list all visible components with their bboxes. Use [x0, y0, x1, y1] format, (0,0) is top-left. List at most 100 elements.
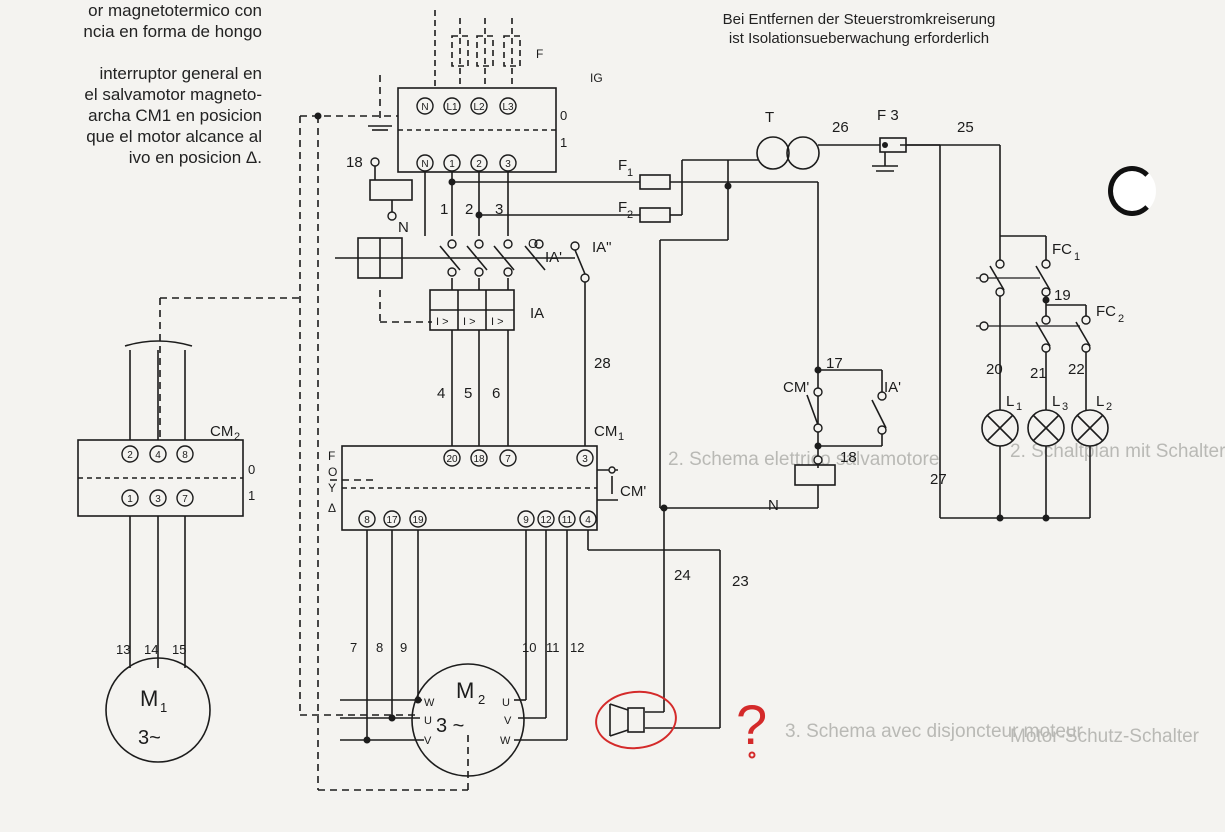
label-m2-v2: V	[424, 735, 432, 747]
label-l1: L	[1006, 393, 1014, 410]
label-ia-prime: IA'	[545, 249, 562, 266]
terminal-label: 3	[582, 454, 588, 465]
spanish-text-block: or magnetotermico con ncia en forma de h…	[0, 0, 262, 168]
label-cm1: CM	[594, 423, 617, 440]
diagram-labels: F IG 0 1 T F 3 26 25 F 1 F 2 18 N 1 2 3 …	[116, 47, 1124, 756]
label-n: N	[398, 219, 409, 236]
label-m2-sub: 2	[478, 692, 485, 707]
label-wire-26: 26	[832, 119, 849, 136]
label-f2-sub: 2	[627, 209, 633, 221]
ghost-heading-4: Motor-Schutz-Schalter	[1010, 726, 1200, 747]
terminal-label: L3	[502, 102, 514, 113]
label-m2: M	[456, 678, 474, 703]
label-ig: IG	[590, 71, 603, 85]
label-m2-u2: U	[424, 715, 432, 727]
terminal-label: 4	[155, 450, 161, 461]
label-l3-sub: 3	[1062, 401, 1068, 413]
terminal-label: 19	[412, 515, 424, 526]
label-ig-0: 0	[560, 108, 567, 123]
label-o: O	[528, 236, 538, 251]
label-cm2-1: 1	[248, 488, 255, 503]
label-wire-6: 6	[492, 385, 500, 402]
label-fc2-sub: 2	[1118, 313, 1124, 325]
terminal-label: 18	[473, 454, 485, 465]
terminal-label: 8	[364, 515, 370, 526]
label-cm1-sub: 1	[618, 431, 624, 443]
terminal-label: L1	[446, 102, 458, 113]
label-wire-1: 1	[440, 201, 448, 218]
label-cm-prime-2: CM'	[783, 379, 809, 396]
label-wire-7: 7	[350, 640, 357, 655]
label-wire-21: 21	[1030, 365, 1047, 382]
label-cm-prime: CM'	[620, 483, 646, 500]
label-n-2: N	[768, 497, 779, 514]
label-o-mode: O	[328, 465, 337, 479]
label-wire-23: 23	[732, 573, 749, 590]
label-fc1-sub: 1	[1074, 251, 1080, 263]
ghost-heading-3: 2. Schaltplan mit Schalter	[1010, 441, 1225, 462]
label-fc1: FC	[1052, 241, 1072, 258]
label-l1-sub: 1	[1016, 401, 1022, 413]
terminal-label: 7	[182, 494, 188, 505]
label-m2-v1: V	[504, 715, 512, 727]
motor-m1	[105, 657, 211, 763]
label-wire-27: 27	[930, 471, 947, 488]
label-ia: IA	[530, 305, 544, 322]
ghost-heading-1: 2. Schema elettrico salvamotore	[668, 449, 940, 470]
label-f: F	[536, 47, 543, 61]
label-wire-17: 17	[826, 355, 843, 372]
label-m1-3phase: 3~	[138, 727, 161, 749]
label-fc2: FC	[1096, 303, 1116, 320]
label-f2: F	[618, 199, 627, 216]
label-wire-3: 3	[495, 201, 503, 218]
terminal-label: 20	[446, 454, 458, 465]
label-wire-28: 28	[594, 355, 611, 372]
label-wire-11: 11	[546, 640, 560, 655]
text-line: interruptor general en	[99, 64, 262, 83]
label-l3: L	[1052, 393, 1060, 410]
label-question: ?	[736, 693, 767, 756]
svg-text:I >: I >	[491, 316, 504, 328]
label-wire-2: 2	[465, 201, 473, 218]
label-f3: F 3	[877, 107, 899, 124]
german-note: Bei Entfernen der Steuerstromkreiserung …	[664, 10, 1054, 48]
label-m2-w1: W	[500, 735, 511, 747]
text-line: or magnetotermico con	[88, 1, 262, 20]
terminal-label: N	[421, 159, 428, 170]
label-l2-sub: 2	[1106, 401, 1112, 413]
label-wire-24: 24	[674, 567, 691, 584]
wires	[77, 10, 1109, 791]
svg-text:I >: I >	[463, 316, 476, 328]
label-wire-25: 25	[957, 119, 974, 136]
label-wire-15: 15	[172, 642, 186, 657]
page-edge-mark	[1108, 166, 1156, 216]
schematic-page: 2. Schema elettrico salvamotore 3. Schem…	[0, 0, 1225, 791]
terminal-label: 3	[155, 494, 161, 505]
label-ig-1: 1	[560, 135, 567, 150]
label-wire-8: 8	[376, 640, 383, 655]
label-m1-sub: 1	[160, 700, 167, 715]
label-cm2-sub: 2	[234, 431, 240, 443]
label-ia-prime-2: IA'	[884, 379, 901, 396]
terminal-label: 17	[386, 515, 398, 526]
text-line: el salvamotor magneto-	[84, 85, 262, 104]
note-line: Bei Entfernen der Steuerstromkreiserung	[722, 11, 996, 28]
note-line: ist Isolationsueberwachung erforderlich	[728, 30, 990, 47]
thermal-relay-symbols: I > I > I >	[436, 316, 504, 328]
label-f1-sub: 1	[627, 167, 633, 179]
terminal-numbers: N L1 L2 L3 N 1 2 3 20 18 7 3 8 17 19 9 1…	[127, 102, 591, 526]
terminal-label: 2	[476, 159, 482, 170]
terminal-label: 9	[523, 515, 529, 526]
terminal-circles	[121, 97, 1091, 528]
svg-text:I >: I >	[436, 316, 449, 328]
label-wire-5: 5	[464, 385, 472, 402]
label-transformer: T	[765, 109, 774, 126]
label-wire-12: 12	[570, 640, 584, 655]
label-cm2: CM	[210, 423, 233, 440]
terminal-label: 4	[585, 515, 591, 526]
label-wire-14: 14	[144, 642, 158, 657]
label-wire-20: 20	[986, 361, 1003, 378]
text-line: que el motor alcance al	[86, 127, 262, 146]
red-annotation	[595, 690, 756, 759]
label-m1: M	[140, 686, 158, 711]
